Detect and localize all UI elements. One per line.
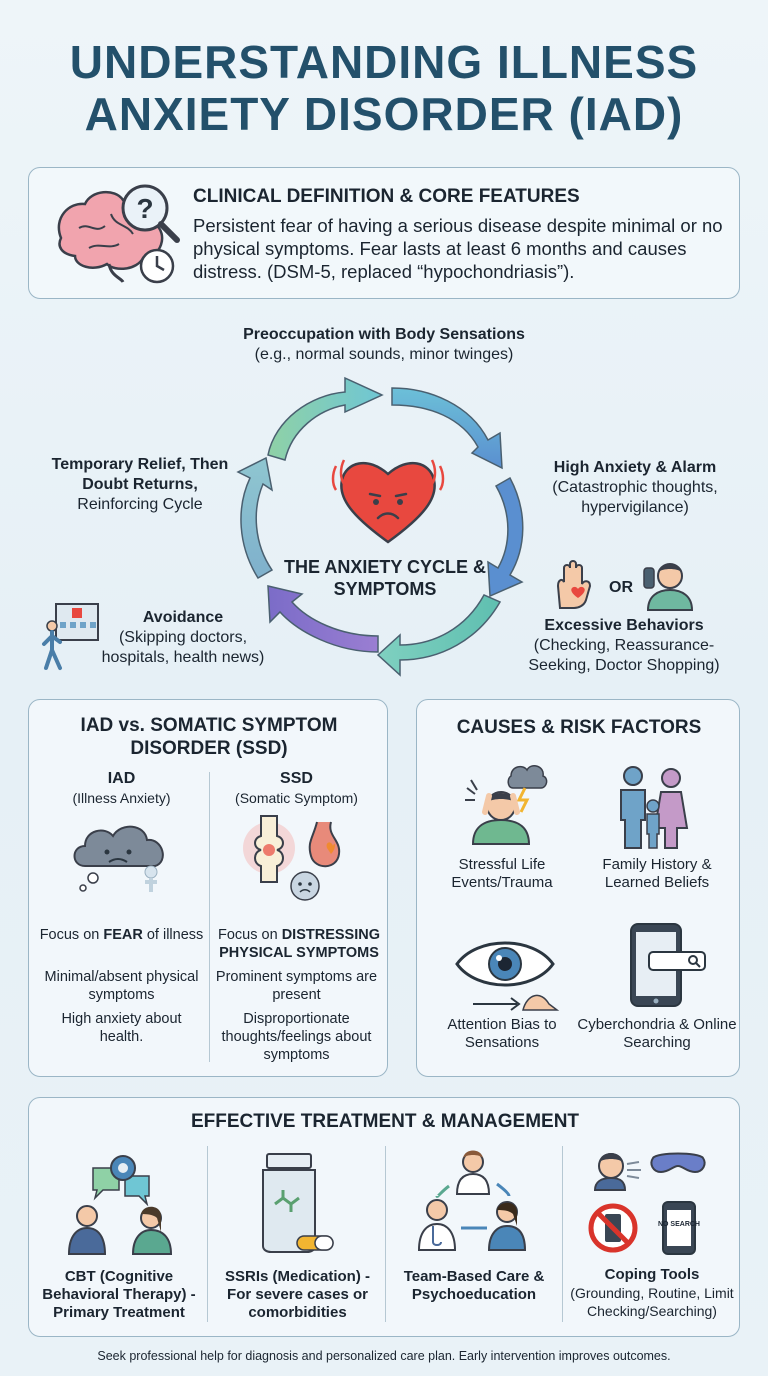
joint-stomach-pain-icon xyxy=(243,815,341,901)
definition-text: Persistent fear of having a serious dise… xyxy=(193,215,723,282)
text-segment: Focus on xyxy=(218,927,282,943)
definition-heading: CLINICAL DEFINITION & CORE FEATURES xyxy=(193,186,580,207)
comparison-heading: IAD vs. SOMATIC SYMPTOM DISORDER (SSD) xyxy=(80,715,338,759)
medication-bottle-icon xyxy=(262,1153,334,1253)
cycle-step-bold: Avoidance xyxy=(142,609,224,626)
ssd-point-focus: Focus on DISTRESSING PHYSICAL SYMPTOMS xyxy=(214,926,384,962)
cycle-center-title: THE ANXIETY CYCLE & SYMPTOMS xyxy=(283,557,487,599)
cycle-step-relief: Temporary Relief, Then Doubt Returns, Re… xyxy=(40,455,240,515)
cycle-step-detail: (e.g., normal sounds, minor twinges) xyxy=(254,346,514,363)
ssd-column-title: SSD xyxy=(280,770,313,787)
treatment-item-ssri: SSRIs (Medication) - For severe cases or… xyxy=(224,1268,370,1321)
cycle-step-bold: Excessive Behaviors xyxy=(544,617,704,634)
ssd-column-subtitle: (Somatic Symptom) xyxy=(235,790,358,806)
hospital-walking-person-icon xyxy=(42,603,99,670)
cycle-step-anxiety: High Anxiety & Alarm (Catastrophic thoug… xyxy=(520,458,750,518)
comparison-divider xyxy=(209,772,210,1062)
phone-call-person-icon xyxy=(643,563,694,611)
treatment-divider-1 xyxy=(207,1146,208,1322)
iad-point-symptoms: Minimal/absent physical symptoms xyxy=(44,969,199,1003)
stressed-person-icon xyxy=(465,765,548,845)
cycle-step-detail: (Skipping doctors, hospitals, health new… xyxy=(101,629,265,666)
iad-point-fear: Focus on FEAR of illness xyxy=(39,926,204,944)
worried-cloud-icon xyxy=(73,825,164,892)
treatment-item-cbt: CBT (Cognitive Behavioral Therapy) - Pri… xyxy=(42,1268,196,1321)
family-icon xyxy=(620,766,689,849)
cycle-step-avoidance: Avoidance (Skipping doctors, hospitals, … xyxy=(88,608,278,668)
risk-item-family: Family History & Learned Beliefs xyxy=(602,856,712,891)
ssd-point-thoughts: Disproportionate thoughts/feelings about… xyxy=(221,1011,372,1063)
footer-note: Seek professional help for diagnosis and… xyxy=(97,1349,671,1363)
text-segment: of illness xyxy=(142,927,204,943)
ssd-point-symptoms: Prominent symptoms are present xyxy=(215,969,378,1003)
iad-column-title: IAD xyxy=(107,770,136,787)
smartphone-search-icon xyxy=(630,923,706,1007)
coping-title: Coping Tools xyxy=(604,1266,700,1283)
treatment-item-team: Team-Based Care & Psychoeducation xyxy=(403,1268,545,1303)
cycle-step-detail: Reinforcing Cycle xyxy=(77,496,203,513)
risk-factors-card: CAUSES & RISK FACTORS Stressful Life Eve… xyxy=(416,699,740,1077)
phone-screen-text: NO SEARCH xyxy=(658,1221,700,1228)
text-segment-bold: DISTRESSING PHYSICAL SYMPTOMS xyxy=(219,927,380,961)
treatment-divider-2 xyxy=(385,1146,386,1322)
coping-tools-icon: NO SEARCH xyxy=(588,1152,706,1255)
risk-heading: CAUSES & RISK FACTORS xyxy=(456,717,702,738)
hand-heart-icon xyxy=(556,560,592,609)
title-line-2: ANXIETY DISORDER (IAD) xyxy=(84,88,684,140)
risk-item-attention: Attention Bias to Sensations xyxy=(447,1016,557,1051)
page-title: UNDERSTANDING ILLNESS ANXIETY DISORDER (… xyxy=(0,36,768,140)
or-label: OR xyxy=(609,579,633,596)
cycle-step-bold: Temporary Relief, Then Doubt Returns, xyxy=(51,456,229,493)
iad-column-subtitle: (Illness Anxiety) xyxy=(72,790,171,806)
definition-card: ? CLINICAL DEFINITION & CORE FEATURES Pe… xyxy=(28,167,740,299)
eye-attention-icon xyxy=(455,941,560,1011)
treatment-item-coping: Coping Tools (Grounding, Routine, Limit … xyxy=(567,1266,737,1320)
cbt-therapy-icon xyxy=(67,1155,173,1255)
team-care-icon xyxy=(417,1150,527,1251)
cycle-step-preoccupation: Preoccupation with Body Sensations (e.g.… xyxy=(214,325,554,365)
cycle-step-bold: Preoccupation with Body Sensations xyxy=(243,326,525,343)
cycle-arrows xyxy=(236,376,524,677)
risk-item-cyberchondria: Cyberchondria & Online Searching xyxy=(577,1016,737,1051)
treatment-card: EFFECTIVE TREATMENT & MANAGEMENT CBT (Co… xyxy=(28,1097,740,1337)
cycle-step-detail: (Catastrophic thoughts, hypervigilance) xyxy=(552,479,718,516)
cycle-step-behaviors: Excessive Behaviors (Checking, Reassuran… xyxy=(504,616,744,676)
risk-item-stress: Stressful Life Events/Trauma xyxy=(451,856,553,891)
svg-text:?: ? xyxy=(136,193,153,224)
anxious-heart-icon xyxy=(331,459,445,544)
coping-detail: (Grounding, Routine, Limit Checking/Sear… xyxy=(570,1285,734,1319)
treatment-divider-3 xyxy=(562,1146,563,1322)
text-segment: Focus on xyxy=(39,927,104,943)
treatment-heading: EFFECTIVE TREATMENT & MANAGEMENT xyxy=(190,1111,580,1132)
title-line-1: UNDERSTANDING ILLNESS xyxy=(69,36,699,88)
iad-point-anxiety: High anxiety about health. xyxy=(61,1011,182,1045)
comparison-card: IAD vs. SOMATIC SYMPTOM DISORDER (SSD) I… xyxy=(28,699,388,1077)
cycle-step-bold: High Anxiety & Alarm xyxy=(553,459,717,476)
cycle-step-detail: (Checking, Reassurance-Seeking, Doctor S… xyxy=(528,637,720,674)
text-segment-bold: FEAR xyxy=(103,927,143,943)
brain-magnifier-icon: ? xyxy=(57,184,180,284)
